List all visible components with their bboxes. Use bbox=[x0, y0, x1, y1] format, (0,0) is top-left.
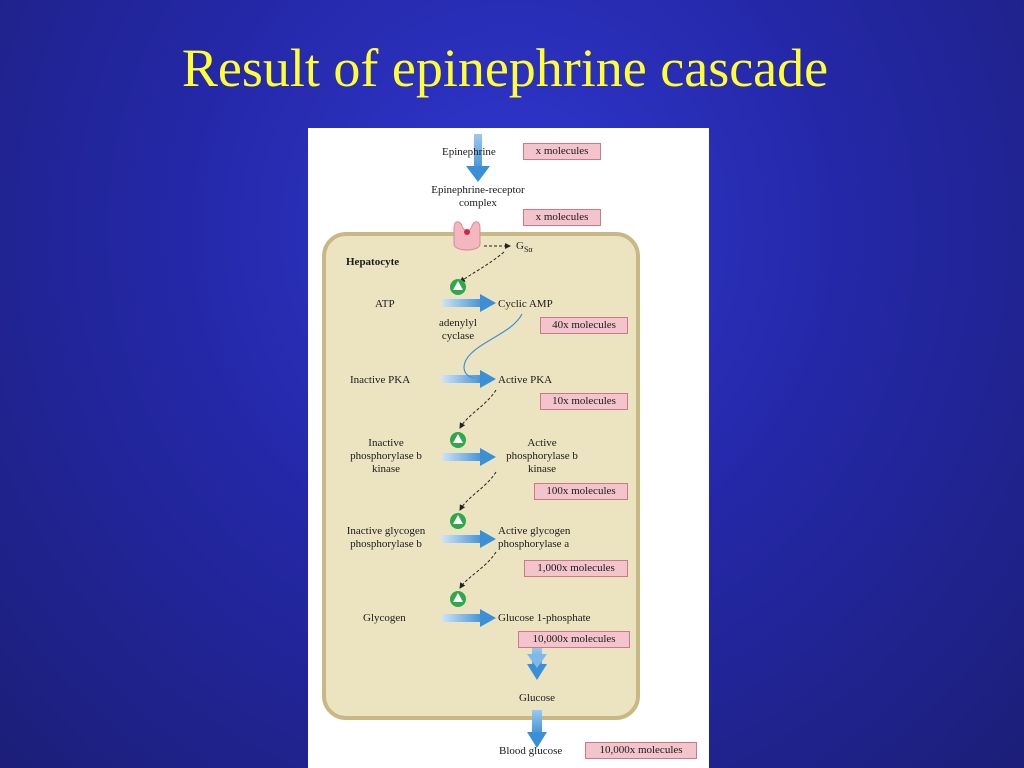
cyclase-label: cyclase bbox=[441, 330, 475, 342]
blood-glucose-label: Blood glucose bbox=[499, 745, 563, 757]
glucose-1-phosphate-label: Glucose 1-phosphate bbox=[498, 612, 591, 624]
glycogen-label: Glycogen bbox=[363, 612, 406, 624]
glucose-to-blood-arrow bbox=[527, 710, 547, 748]
gs-alpha-label: GSα bbox=[516, 240, 533, 255]
pka-to-kinase-arrow bbox=[459, 389, 497, 429]
inactive-pka-label: Inactive PKA bbox=[350, 374, 411, 386]
inactive-glycogen-phosphorylase-label-1: Inactive glycogen bbox=[346, 525, 426, 537]
receptor-complex-label-1: Epinephrine-receptor bbox=[431, 184, 525, 196]
inactive-glycogen-phosphorylase-label-2: phosphorylase b bbox=[350, 538, 422, 550]
adenylyl-label: adenylyl bbox=[439, 317, 477, 329]
kinase-activation-arrow bbox=[442, 448, 496, 466]
enzyme-icon-3 bbox=[450, 513, 466, 529]
kinase-amount-tag: 100x molecules bbox=[534, 483, 628, 500]
receptor-amount-tag: x molecules bbox=[523, 209, 601, 226]
receptor-icon bbox=[453, 221, 481, 251]
pka-amount-tag: 10x molecules bbox=[540, 393, 628, 410]
glycogen-phosphorylase-amount-tag: 1,000x molecules bbox=[524, 560, 628, 577]
active-pka-label: Active PKA bbox=[498, 374, 553, 386]
phosphorylase-to-glycogen-arrow bbox=[459, 551, 497, 589]
enzyme-icon-2 bbox=[450, 432, 466, 448]
epinephrine-arrow bbox=[466, 134, 490, 182]
pka-activation-arrow bbox=[442, 370, 496, 388]
receptor-complex-label-2: complex bbox=[459, 197, 497, 209]
slide-title: Result of epinephrine cascade bbox=[181, 38, 829, 98]
g1p-amount-tag: 10,000x molecules bbox=[518, 631, 630, 648]
gs-to-cyclase-arrow bbox=[459, 251, 505, 283]
epinephrine-amount-tag: x molecules bbox=[523, 143, 601, 160]
glycogen-breakdown-arrow bbox=[442, 609, 496, 627]
cyclic-amp-label: Cyclic AMP bbox=[498, 298, 553, 310]
enzyme-icon-1 bbox=[450, 279, 466, 295]
cascade-figure: Epinephrine x molecules Epinephrine-rece… bbox=[308, 128, 709, 768]
hepatocyte-label: Hepatocyte bbox=[346, 256, 400, 268]
phosphorylase-activation-arrow bbox=[442, 530, 496, 548]
camp-to-pka-line bbox=[463, 313, 523, 379]
glucose-label: Glucose bbox=[518, 692, 556, 704]
inactive-kinase-label-1: Inactive bbox=[368, 437, 404, 449]
hepatocyte-cell bbox=[322, 232, 640, 720]
kinase-to-phosphorylase-arrow bbox=[459, 471, 497, 511]
inactive-kinase-label-2: phosphorylase b bbox=[350, 450, 422, 462]
active-kinase-label-2: phosphorylase b bbox=[506, 450, 578, 462]
inactive-kinase-label-3: kinase bbox=[371, 463, 401, 475]
blood-glucose-amount-tag: 10,000x molecules bbox=[585, 742, 697, 759]
atp-label: ATP bbox=[375, 298, 395, 310]
epinephrine-label: Epinephrine bbox=[442, 146, 496, 158]
active-kinase-label-1: Active bbox=[527, 437, 557, 449]
active-kinase-label-3: kinase bbox=[527, 463, 557, 475]
camp-amount-tag: 40x molecules bbox=[540, 317, 628, 334]
atp-to-camp-arrow bbox=[442, 294, 496, 312]
active-glycogen-phosphorylase-label-2: phosphorylase a bbox=[498, 538, 570, 550]
cascade-diagram bbox=[322, 134, 640, 748]
enzyme-icon-4 bbox=[450, 591, 466, 607]
active-glycogen-phosphorylase-label-1: Active glycogen bbox=[498, 525, 571, 537]
g1p-to-glucose-arrow bbox=[527, 648, 547, 680]
